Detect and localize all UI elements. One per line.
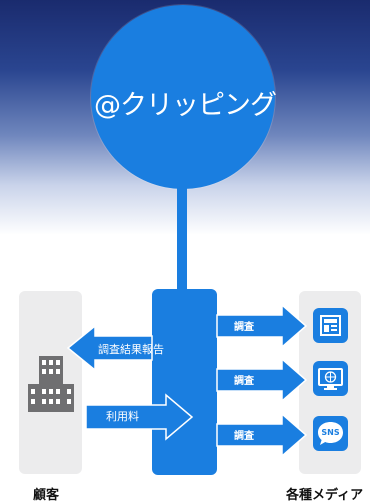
report-label: 調査結果報告 xyxy=(98,343,164,356)
fee-label: 利用料 xyxy=(106,410,139,423)
media-label: 各種メディア xyxy=(286,488,364,503)
customer-label: 顧客 xyxy=(33,488,60,503)
survey-label-3: 調査 xyxy=(234,431,254,442)
fee-arrow xyxy=(85,393,194,441)
sns-icon: SNS xyxy=(313,416,348,451)
survey-label-1: 調査 xyxy=(234,322,254,333)
newspaper-icon xyxy=(313,308,348,343)
survey-arrow-2 xyxy=(216,357,308,403)
building-icon xyxy=(28,356,74,412)
connector-stem xyxy=(177,186,187,292)
sns-icon-label: SNS xyxy=(321,428,340,437)
survey-label-2: 調査 xyxy=(234,376,254,387)
report-arrow xyxy=(66,324,153,372)
brand-circle xyxy=(91,5,275,189)
survey-arrow-1 xyxy=(216,303,308,349)
survey-arrow-3 xyxy=(216,412,308,458)
web-monitor-icon xyxy=(313,361,348,396)
hub-block xyxy=(152,289,217,475)
brand-name: @クリッピング xyxy=(94,90,277,121)
